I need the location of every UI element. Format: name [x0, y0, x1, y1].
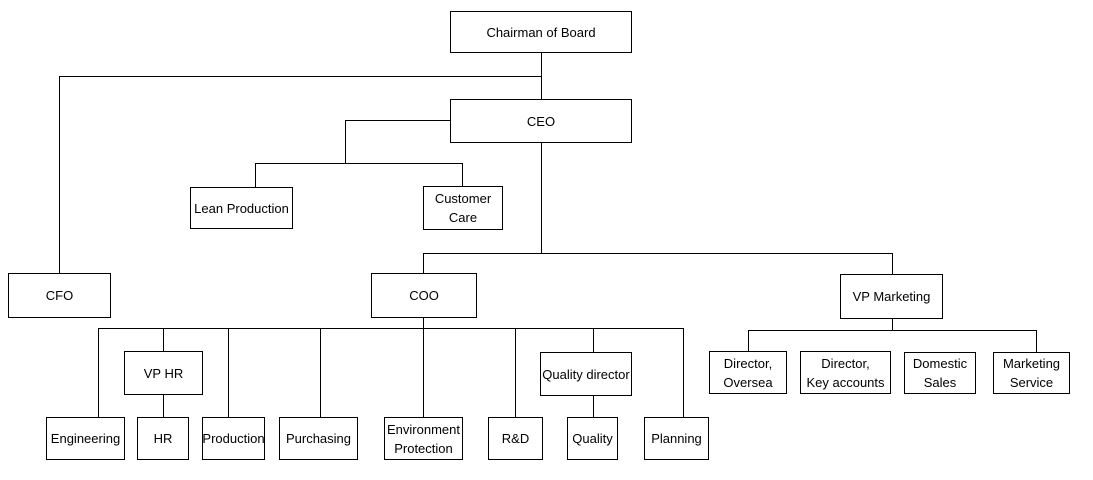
node-label: Director,: [723, 355, 773, 371]
node-hr: HR: [137, 417, 189, 460]
node-label: Sales: [923, 375, 957, 390]
connector-coo-to-environment-protection: [423, 318, 424, 417]
node-label: Chairman of Board: [486, 24, 596, 40]
node-purchasing: Purchasing: [279, 417, 358, 460]
connector-vp-hr-drop: [163, 328, 164, 351]
node-label: COO: [409, 288, 439, 303]
node-ceo: CEO: [450, 99, 632, 143]
node-label: Engineering: [50, 431, 121, 446]
connector-customer-care-drop: [462, 163, 463, 186]
node-production: Production: [202, 417, 265, 460]
node-label: Director,: [821, 355, 870, 371]
node-label: Care: [448, 210, 478, 225]
connector-ceo-left-horizontal: [345, 120, 450, 121]
connector-ceo-left-drop: [345, 120, 346, 163]
node-label: Quality: [572, 431, 613, 446]
node-label: Purchasing: [285, 431, 352, 446]
connector-vp-hr-to-hr: [163, 395, 164, 417]
connector-lean-production-drop: [255, 163, 256, 187]
node-label: VP Marketing: [852, 289, 931, 304]
node-label: VP HR: [143, 365, 184, 381]
node-marketing-service: Marketing Service: [993, 352, 1070, 394]
node-label: Domestic: [912, 356, 968, 371]
connector-vpmarketing-down: [892, 319, 893, 330]
node-label: Quality director: [542, 366, 630, 382]
connector-ceo-down: [541, 143, 542, 253]
node-chairman-of-board: Chairman of Board: [450, 11, 632, 53]
node-domestic-sales: Domestic Sales: [904, 352, 976, 394]
connector-rnd-drop: [515, 328, 516, 417]
node-environment-protection: Environment Protection: [384, 417, 463, 460]
node-label: Customer: [434, 191, 492, 206]
node-label: Oversea: [723, 374, 773, 390]
node-label: Key accounts: [806, 374, 885, 390]
node-director-key-accounts: Director, Key accounts: [800, 351, 891, 394]
connector-quality-director-drop: [593, 328, 594, 352]
node-vp-hr: VP HR: [124, 351, 203, 395]
node-vp-marketing: VP Marketing: [840, 274, 943, 319]
node-label: Production: [202, 431, 265, 446]
node-quality: Quality: [567, 417, 618, 460]
connector-planning-drop: [683, 328, 684, 417]
node-label: HR: [153, 431, 173, 446]
connector-cfo-drop: [59, 76, 60, 273]
node-cfo: CFO: [8, 273, 111, 318]
connector-director-oversea-drop: [748, 330, 749, 351]
node-rnd: R&D: [488, 417, 543, 460]
node-label: Protection: [394, 440, 453, 456]
node-label: Marketing: [1002, 356, 1061, 371]
node-label: CEO: [526, 113, 556, 129]
node-planning: Planning: [644, 417, 709, 460]
node-director-oversea: Director, Oversea: [709, 351, 787, 394]
node-quality-director: Quality director: [540, 352, 632, 396]
connector-vpmarketing-children-rail: [748, 330, 1037, 331]
node-label: Planning: [651, 431, 702, 446]
node-customer-care: Customer Care: [423, 186, 503, 230]
connector-vpmarketing-drop: [892, 253, 893, 274]
connector-purchasing-drop: [320, 328, 321, 417]
connector-quality-director-to-quality: [593, 396, 594, 417]
node-label: CFO: [45, 288, 74, 303]
connector-coo-drop: [423, 253, 424, 273]
connector-cfo-branch-horizontal: [59, 76, 542, 77]
node-label: Environment: [387, 421, 460, 437]
node-lean-production: Lean Production: [190, 187, 293, 229]
node-engineering: Engineering: [46, 417, 125, 460]
node-label: Lean Production: [194, 200, 289, 216]
connector-lean-customer-rail: [255, 163, 463, 164]
connector-coo-vpmarketing-rail: [423, 253, 893, 254]
connector-engineering-drop: [98, 328, 99, 417]
node-label: R&D: [501, 431, 530, 446]
node-coo: COO: [371, 273, 477, 318]
connector-production-drop: [228, 328, 229, 417]
connector-marketing-service-drop: [1036, 330, 1037, 352]
node-label: Service: [1009, 375, 1054, 390]
connector-coo-children-rail: [98, 328, 684, 329]
